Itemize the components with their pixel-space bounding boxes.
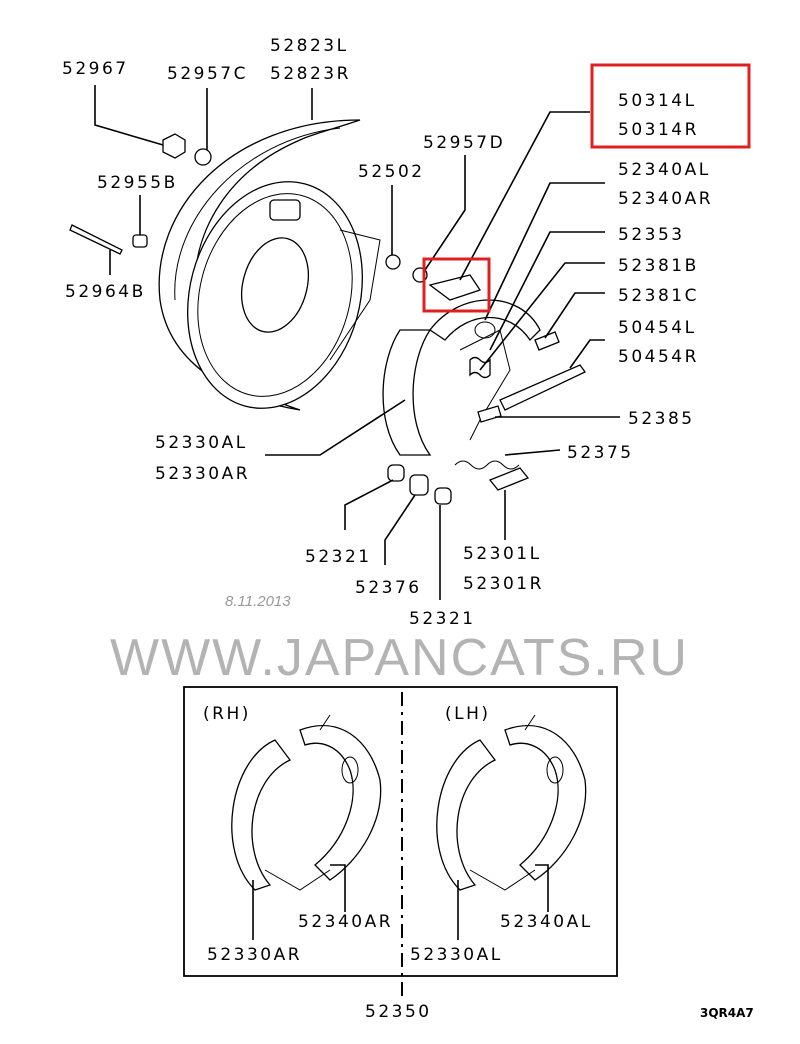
- watermark: WWW.JAPANCATS.RU: [110, 629, 689, 687]
- strut-50454: [499, 364, 586, 411]
- spring-52385: [477, 405, 502, 423]
- label-52381C: 52381C: [618, 286, 699, 306]
- lh-shoe-drawing: [436, 714, 587, 891]
- inset-rh-label: (RH): [203, 704, 251, 724]
- label-52376: 52376: [355, 578, 422, 598]
- spring-52376: [409, 474, 429, 496]
- nut-52967: [162, 133, 186, 159]
- label-52321-b: 52321: [409, 609, 476, 629]
- adjuster-52301: [488, 467, 530, 491]
- spring-52381C: [534, 331, 560, 351]
- label-52381B: 52381B: [618, 256, 699, 276]
- label-52301R: 52301R: [463, 574, 544, 594]
- label-52964B: 52964B: [65, 282, 146, 302]
- label-52330AR: 52330AR: [155, 464, 250, 484]
- label-52330AL: 52330AL: [155, 433, 248, 453]
- label-52955B: 52955B: [97, 173, 178, 193]
- label-50454R: 50454R: [618, 347, 699, 367]
- lever-50314: [428, 274, 482, 301]
- leader-lines: [94, 85, 620, 600]
- label-50314R: 50314R: [618, 120, 699, 140]
- label-52957C: 52957C: [167, 64, 248, 84]
- inset-lh-label: (LH): [445, 704, 491, 724]
- inset-label-52340AL: 52340AL: [500, 912, 593, 932]
- label-50314L: 50314L: [618, 91, 697, 111]
- diagram-code: 3QR4A7: [700, 1006, 754, 1020]
- bolt-52964B: [69, 224, 123, 255]
- backing-plate: [158, 119, 381, 411]
- washer-52502: [385, 254, 401, 270]
- label-52502: 52502: [358, 162, 425, 182]
- highlight-box-50314-part: [422, 257, 491, 313]
- inset-label-52330AL: 52330AL: [410, 945, 503, 965]
- label-52340AR: 52340AR: [618, 189, 713, 209]
- label-52385: 52385: [628, 409, 695, 429]
- washer-52957C: [194, 148, 212, 166]
- inset-shoe-set: (RH) (LH) 52330AR 52340AR 52330AL 52340A…: [183, 686, 618, 1022]
- date-stamp: 8.11.2013: [225, 593, 291, 610]
- label-50454L: 50454L: [618, 318, 697, 338]
- label-52957D: 52957D: [423, 133, 505, 153]
- label-52353: 52353: [618, 225, 685, 245]
- cup-52321b: [434, 487, 452, 505]
- rh-shoe-drawing: [231, 714, 382, 891]
- label-52375: 52375: [567, 443, 634, 463]
- label-52321-a: 52321: [305, 547, 372, 567]
- label-52301L: 52301L: [463, 544, 542, 564]
- highlight-box-50314-label: [590, 63, 751, 149]
- label-52823R: 52823R: [270, 64, 351, 84]
- assembly-label-52350: 52350: [365, 1002, 432, 1022]
- label-52340AL: 52340AL: [618, 160, 711, 180]
- cup-52321a: [387, 464, 405, 482]
- label-52823L: 52823L: [270, 36, 349, 56]
- spring-52375: [454, 460, 520, 470]
- inset-label-52330AR: 52330AR: [207, 945, 302, 965]
- inset-label-52340AR: 52340AR: [298, 912, 393, 932]
- sleeve-52955B: [132, 234, 148, 248]
- label-52967: 52967: [62, 59, 129, 79]
